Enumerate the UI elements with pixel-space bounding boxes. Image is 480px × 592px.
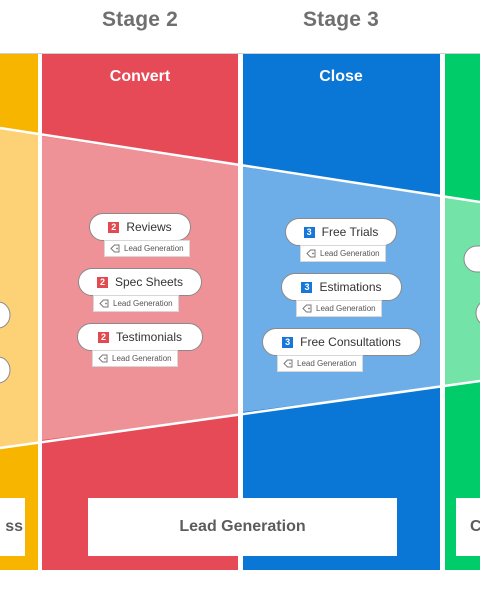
tag-icon	[283, 359, 293, 368]
bottom-box-left[interactable]: ss	[0, 498, 25, 556]
stage-2-title: Stage 2	[101, 8, 179, 31]
stage-3-title: Stage 3	[302, 8, 380, 31]
card-reviews[interactable]: 2 Reviews	[89, 213, 191, 241]
lead-generation-tag[interactable]: Lead Generation	[277, 355, 363, 372]
stage-number-badge: 2	[96, 276, 108, 288]
tag-label: Lead Generation	[297, 359, 357, 368]
stage-number-badge: 3	[282, 336, 294, 348]
bottom-box-label: ss	[5, 518, 23, 535]
card-label: Testimonials	[115, 330, 183, 344]
lead-generation-tag[interactable]: Lead Generation	[296, 300, 382, 317]
card-label: Estimations	[319, 280, 382, 294]
card-testimonials[interactable]: 2 Testimonials	[77, 323, 203, 351]
card-label: Free Consultations	[300, 335, 401, 349]
tag-icon	[110, 244, 120, 253]
card-free-consultations[interactable]: 3 Free Consultations	[262, 328, 421, 356]
card-free-trials[interactable]: 3 Free Trials	[285, 218, 397, 246]
tag-label: Lead Generation	[124, 244, 184, 253]
lead-generation-tag[interactable]: Lead Generation	[93, 295, 179, 312]
tag-icon	[302, 304, 312, 313]
stage-number-badge: 2	[97, 331, 109, 343]
lead-generation-tag[interactable]: Lead Generation	[92, 350, 178, 367]
tag-label: Lead Generation	[112, 354, 172, 363]
stage-number-badge: 2	[108, 221, 120, 233]
tag-label: Lead Generation	[316, 304, 376, 313]
close-column-title: Close	[319, 68, 363, 85]
stage-number-badge: 3	[303, 226, 315, 238]
bottom-box-label: C	[470, 518, 480, 535]
bottom-box-lead-generation[interactable]: Lead Generation	[88, 498, 397, 556]
lead-generation-tag[interactable]: Lead Generation	[104, 240, 190, 257]
card-label: Free Trials	[321, 225, 379, 239]
card-label: Spec Sheets	[114, 275, 184, 289]
convert-column-title: Convert	[109, 68, 171, 85]
bottom-box-label: Lead Generation	[179, 518, 306, 535]
header-divider	[0, 53, 480, 54]
card-label: Reviews	[126, 220, 172, 234]
tag-icon	[99, 299, 109, 308]
tag-label: Lead Generation	[320, 249, 380, 258]
lead-generation-tag[interactable]: Lead Generation	[300, 245, 386, 262]
tag-label: Lead Generation	[113, 299, 173, 308]
stage-number-badge: 3	[301, 281, 313, 293]
card-estimations[interactable]: 3 Estimations	[281, 273, 402, 301]
card-spec-sheets[interactable]: 2 Spec Sheets	[78, 268, 202, 296]
tag-icon	[306, 249, 316, 258]
bottom-box-right[interactable]: C	[456, 498, 480, 556]
tag-icon	[98, 354, 108, 363]
